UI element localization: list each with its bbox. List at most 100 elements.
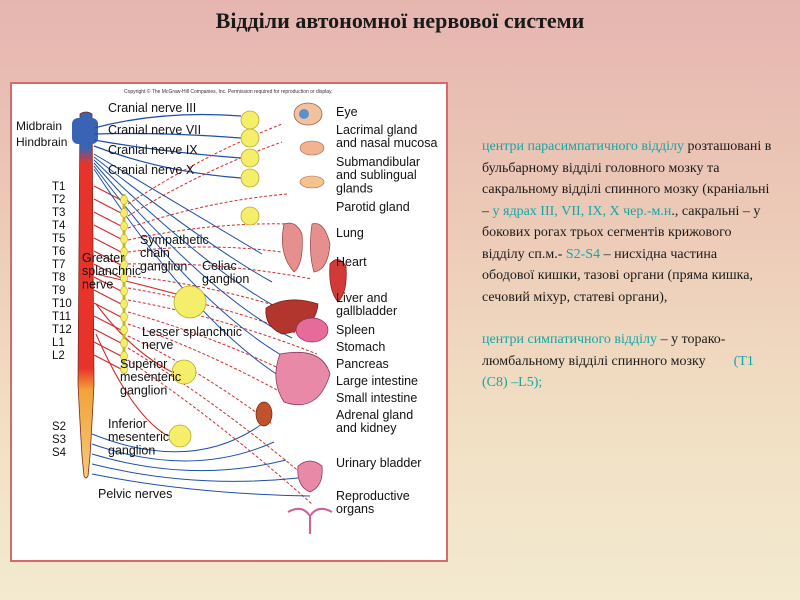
chain-ganglion bbox=[120, 299, 128, 309]
organ-label-8: Spleen bbox=[336, 323, 375, 337]
organ-label-9: Stomach bbox=[336, 340, 385, 354]
pelvic-nerve-line bbox=[91, 441, 275, 462]
sacral-segments: S2-S4 bbox=[565, 246, 601, 262]
cranial-nerve-label-2: Cranial nerve VII bbox=[108, 123, 201, 137]
lung-left-illustration bbox=[282, 222, 303, 273]
reproductive-organ-illustration bbox=[287, 507, 333, 534]
parasympathetic-text-1: розташовані в бульбарному відділі головн… bbox=[482, 139, 772, 219]
sympathetic-root-line bbox=[93, 198, 122, 214]
spinal-cord bbox=[77, 111, 95, 479]
ans-diagram: Copyright © The McGraw-Hill Companies, I… bbox=[10, 82, 448, 562]
sympathetic-root-line bbox=[93, 276, 122, 292]
sympathetic-root-line bbox=[93, 185, 122, 201]
organ-label-6: Heart bbox=[336, 255, 367, 269]
nasal-mucosa-illustration bbox=[299, 140, 325, 156]
sympathetic-root-line bbox=[93, 315, 122, 331]
parasympathetic-preganglionic-line bbox=[93, 113, 242, 129]
vagus-nerve-line bbox=[93, 153, 263, 255]
sympathetic-text: – у торако-люмбальному відділі спинного … bbox=[482, 332, 734, 369]
chain-ganglion bbox=[120, 247, 128, 257]
splanchnic-nerve-line bbox=[95, 303, 173, 373]
chain-ganglion bbox=[120, 312, 128, 322]
organ-label-1: Eye bbox=[336, 105, 358, 119]
sympathetic-root-line bbox=[93, 328, 122, 344]
vagus-nerve-line bbox=[93, 159, 283, 311]
segment-label-s3: S3 bbox=[52, 434, 66, 446]
organ-label-14: Urinary bladder bbox=[336, 456, 421, 470]
chain-ganglion bbox=[120, 338, 128, 348]
chain-ganglion bbox=[120, 195, 128, 205]
cranial-nuclei: у ядрах ІІІ, VІІ, ІХ, Х bbox=[492, 203, 620, 219]
chain-ganglion bbox=[120, 234, 128, 244]
organ-label-5: Lung bbox=[336, 226, 364, 240]
chain-ganglion bbox=[120, 364, 128, 374]
segment-label-l1: L1 bbox=[52, 337, 65, 349]
sympathetic-postganglionic-line bbox=[127, 335, 273, 425]
paragraph-gap bbox=[482, 308, 772, 329]
parasympathetic-text-2: ., сакральні – у бокових рогах трьох сег… bbox=[482, 203, 761, 262]
cranial-ganglion bbox=[240, 148, 260, 168]
cranial-ganglion bbox=[240, 128, 260, 148]
sympathetic-root-line bbox=[93, 211, 122, 227]
segment-label-t6: T6 bbox=[52, 246, 65, 258]
segment-label-t2: T2 bbox=[52, 194, 65, 206]
cranial-ganglion bbox=[240, 206, 260, 226]
sympathetic-root-line bbox=[93, 263, 122, 279]
segment-label-t5: T5 bbox=[52, 233, 65, 245]
sympathetic-heading: центри симпатичного відділу bbox=[482, 332, 658, 347]
cranial-nerves-abbr: чер.-м.н bbox=[623, 203, 672, 219]
segment-label-t3: T3 bbox=[52, 207, 65, 219]
vagus-nerve-line bbox=[93, 156, 273, 283]
organ-label-10: Pancreas bbox=[336, 357, 389, 371]
celiac-ganglion bbox=[173, 285, 207, 319]
sympathetic-postganglionic-line bbox=[127, 193, 288, 229]
segment-label-t4: T4 bbox=[52, 220, 66, 232]
superior-mesenteric-ganglion bbox=[171, 359, 197, 385]
intestine-illustration bbox=[275, 351, 331, 406]
description-text: центри парасимпатичного відділу розташов… bbox=[482, 136, 772, 394]
segment-label-l2: L2 bbox=[52, 350, 65, 362]
kidney-illustration bbox=[255, 401, 273, 427]
chain-ganglion bbox=[120, 286, 128, 296]
sympathetic-root-line bbox=[93, 237, 122, 253]
stomach-illustration bbox=[295, 317, 329, 343]
sympathetic-postganglionic-line bbox=[127, 141, 283, 217]
segment-label-t12: T12 bbox=[52, 324, 72, 336]
chain-ganglion bbox=[120, 351, 128, 361]
segment-label-t9: T9 bbox=[52, 285, 65, 297]
sympathetic-segments: (T1 (C8) –L5); bbox=[482, 353, 754, 391]
brainstem bbox=[72, 118, 98, 144]
sympathetic-postganglionic-line bbox=[127, 123, 283, 205]
sympathetic-postganglionic-line bbox=[127, 246, 283, 253]
sympathetic-root-line bbox=[93, 224, 122, 240]
pelvic-nerve-line bbox=[91, 463, 299, 482]
bladder-illustration bbox=[297, 460, 323, 493]
parasympathetic-preganglionic-line bbox=[93, 139, 242, 159]
chain-ganglion bbox=[120, 325, 128, 335]
sympathetic-postganglionic-line bbox=[127, 299, 318, 355]
cns-label-hindbrain: Hindbrain bbox=[16, 135, 67, 149]
parasympathetic-heading: центри парасимпатичного відділу bbox=[482, 139, 684, 154]
organ-label-11: Large intestine bbox=[336, 374, 418, 388]
cranial-ganglion bbox=[240, 168, 260, 188]
ans-diagram-svg: Copyright © The McGraw-Hill Companies, I… bbox=[16, 88, 438, 534]
cns-label-midbrain: Midbrain bbox=[16, 119, 62, 133]
parasympathetic-preganglionic-line bbox=[93, 145, 242, 179]
copyright-note: Copyright © The McGraw-Hill Companies, I… bbox=[124, 88, 333, 95]
organ-label-12: Small intestine bbox=[336, 391, 417, 405]
segment-label-t8: T8 bbox=[52, 272, 65, 284]
salivary-gland-illustration bbox=[299, 175, 325, 189]
pelvic-nerve-line bbox=[91, 453, 287, 472]
eye-iris bbox=[299, 109, 309, 119]
segment-label-t11: T11 bbox=[52, 311, 71, 323]
sympathetic-root-line bbox=[93, 354, 122, 370]
segment-label-t10: T10 bbox=[52, 298, 72, 310]
segment-label-t7: T7 bbox=[52, 259, 65, 271]
